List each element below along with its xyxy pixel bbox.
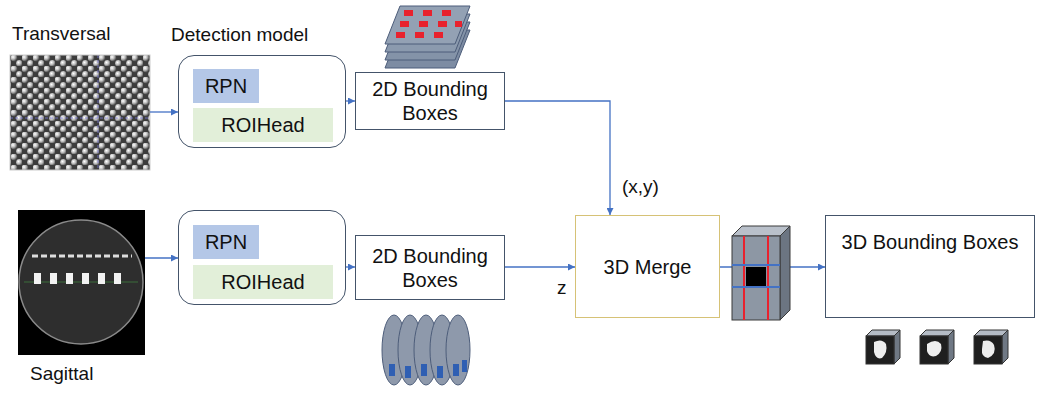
- edge-label: z: [555, 277, 569, 300]
- process-box: 2D Bounding Boxes: [355, 235, 505, 300]
- flow-arrow: [505, 101, 610, 215]
- edge-label: (x,y): [620, 176, 661, 199]
- slice-stack: [385, 6, 470, 68]
- model-box: RPN ROIHead: [178, 210, 346, 305]
- output-cubes: [866, 330, 1008, 364]
- transversal-image: [10, 55, 150, 170]
- flow-arrow: [145, 257, 178, 258]
- flow-arrow: [346, 100, 355, 101]
- heading-label: Sagittal: [30, 363, 93, 386]
- box-label: RPN: [199, 230, 253, 254]
- roihead-box: ROIHead: [193, 265, 333, 299]
- output-box: 3D Bounding Boxes: [825, 215, 1035, 318]
- merge-box: 3D Merge: [575, 215, 720, 318]
- box-label: ROIHead: [215, 270, 310, 294]
- volume-cube: [732, 226, 790, 320]
- process-box: 2D Bounding Boxes: [355, 72, 505, 130]
- heading-label: Detection model: [171, 24, 308, 47]
- image-panel: Sagittal: [18, 210, 145, 355]
- box-label: ROIHead: [215, 113, 310, 137]
- model-box: Detection modelRPNROIHead: [178, 55, 346, 148]
- sagittal-slice-stack: [382, 315, 470, 385]
- rpn-box: RPN: [193, 225, 259, 259]
- heading-label: Transversal: [12, 23, 111, 46]
- box-label: 3D Merge: [598, 255, 698, 279]
- flow-arrow: [505, 266, 575, 267]
- flow-arrow: [720, 266, 825, 267]
- image-panel: Transversal: [10, 55, 150, 170]
- box-label: 2D Bounding Boxes: [356, 77, 504, 125]
- sagittal-image: [18, 210, 145, 355]
- box-label: 3D Bounding Boxes: [836, 230, 1025, 254]
- flow-arrow: [150, 111, 178, 112]
- box-label: 2D Bounding Boxes: [356, 244, 504, 292]
- flow-arrow: [346, 266, 355, 267]
- roihead-box: ROIHead: [193, 108, 333, 142]
- box-label: RPN: [199, 74, 253, 98]
- rpn-box: RPN: [193, 69, 259, 103]
